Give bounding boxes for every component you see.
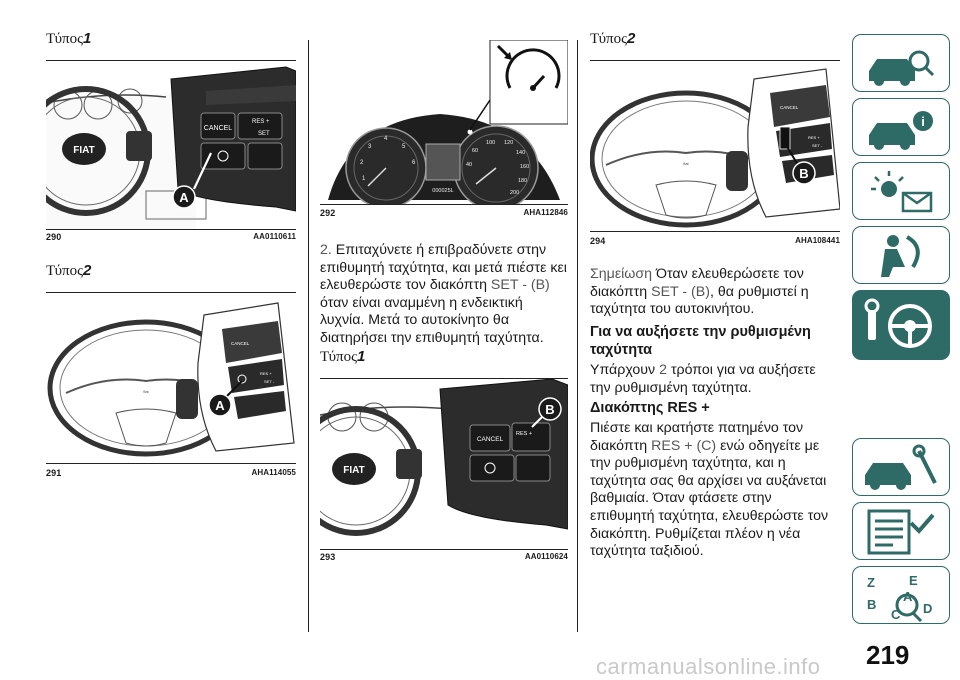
figure-293-steering-wheel-type1: FIAT CANCEL RES + B	[320, 378, 568, 550]
svg-text:3: 3	[368, 144, 372, 150]
callout-b: B	[799, 166, 808, 181]
tab-maintenance[interactable]	[852, 438, 950, 496]
svg-text:4: 4	[384, 136, 388, 142]
svg-text:160: 160	[520, 164, 529, 170]
section-heading: Τύπος1	[46, 30, 92, 47]
svg-text:SET -: SET -	[812, 143, 823, 148]
svg-text:200: 200	[510, 190, 519, 196]
svg-text:120: 120	[504, 140, 513, 146]
set-button-label: SET	[258, 131, 270, 137]
car-wrench-icon	[865, 444, 937, 490]
instruction-paragraph: 2. Επιταχύνετε ή επιβραδύνετε στην επιθυ…	[320, 242, 567, 346]
svg-text:D: D	[923, 601, 932, 616]
svg-text:i: i	[921, 114, 925, 129]
airbag-person-icon	[881, 235, 920, 277]
callout-a: A	[179, 190, 189, 205]
res-instructions-paragraph: Πιέστε και κρατήστε πατημένο τον διακόπτ…	[590, 420, 829, 560]
res-button-label: RES +	[252, 119, 270, 125]
cruise-control-icon	[505, 48, 561, 89]
column-divider	[577, 40, 578, 632]
checklist-icon	[867, 509, 935, 555]
svg-text:1: 1	[362, 176, 366, 182]
svg-text:5: 5	[402, 144, 406, 150]
svg-text:RES +: RES +	[260, 371, 272, 376]
tab-car-search[interactable]	[852, 34, 950, 92]
section-heading: Τύπος2	[590, 30, 636, 47]
tab-warning-lights[interactable]	[852, 162, 950, 220]
svg-text:140: 140	[516, 150, 525, 156]
section-heading: Τύπος2	[46, 262, 92, 279]
svg-text:CANCEL: CANCEL	[231, 341, 250, 346]
section-heading: Τύπος1	[320, 348, 366, 365]
svg-text:SET -: SET -	[264, 379, 275, 384]
svg-text:100: 100	[486, 140, 495, 146]
figure-292-instrument-cluster: 3 4 5 6 2 1 100 120 140 160 180 200 60 40 00002…	[320, 40, 568, 205]
car-search-icon	[869, 50, 935, 86]
page-number: 219	[866, 640, 910, 670]
svg-text:FIAT: FIAT	[73, 145, 94, 156]
svg-text:B: B	[867, 597, 876, 612]
note-paragraph: Σημείωση Όταν ελευθερώσετε τον διακόπτη …	[590, 266, 809, 318]
cancel-button-label: CANCEL	[477, 436, 504, 443]
odometer-readout: 000025L	[432, 188, 453, 194]
svg-text:Z: Z	[867, 575, 875, 590]
svg-text:6: 6	[412, 160, 416, 166]
subheading-res-switch: Διακόπτης RES +	[590, 400, 710, 416]
tab-safety[interactable]	[852, 226, 950, 284]
key-steering-wheel-icon	[864, 298, 932, 348]
figure-294-steering-wheel-type2: fiat CANCEL RES + SET - B	[590, 60, 840, 232]
svg-text:RES +: RES +	[808, 135, 820, 140]
svg-text:fiat: fiat	[143, 389, 149, 394]
svg-text:60: 60	[472, 148, 478, 154]
res-button-label: RES +	[516, 431, 532, 437]
ways-paragraph: Υπάρχουν 2 τρόποι για να αυξήσετε την ρυ…	[590, 362, 816, 396]
tab-starting-driving[interactable]	[852, 290, 950, 360]
svg-text:40: 40	[466, 162, 472, 168]
callout-b: B	[545, 402, 554, 417]
svg-text:2: 2	[360, 160, 364, 166]
watermark: carmanualsonline.info	[596, 654, 821, 679]
car-info-icon: i	[869, 111, 933, 150]
warning-light-envelope-icon	[871, 171, 933, 213]
svg-text:FIAT: FIAT	[343, 465, 364, 476]
callout-a: A	[215, 398, 225, 413]
subheading-increase-speed: Για να αυξήσετε την ρυθμισμένη ταχύτητα	[590, 324, 811, 358]
svg-text:C: C	[891, 607, 901, 622]
figure-290-steering-wheel-type1: FIAT CANCEL RES + SET A	[46, 60, 296, 230]
tab-car-info[interactable]: i	[852, 98, 950, 156]
cancel-button-label: CANCEL	[204, 125, 233, 132]
svg-text:E: E	[909, 573, 918, 588]
column-divider	[308, 40, 309, 632]
svg-text:CANCEL: CANCEL	[780, 105, 799, 110]
svg-text:180: 180	[518, 178, 527, 184]
figure-291-steering-wheel-type2: fiat CANCEL RES + SET - A	[46, 292, 296, 464]
tab-technical-data[interactable]	[852, 502, 950, 560]
svg-text:fiat: fiat	[683, 161, 689, 166]
